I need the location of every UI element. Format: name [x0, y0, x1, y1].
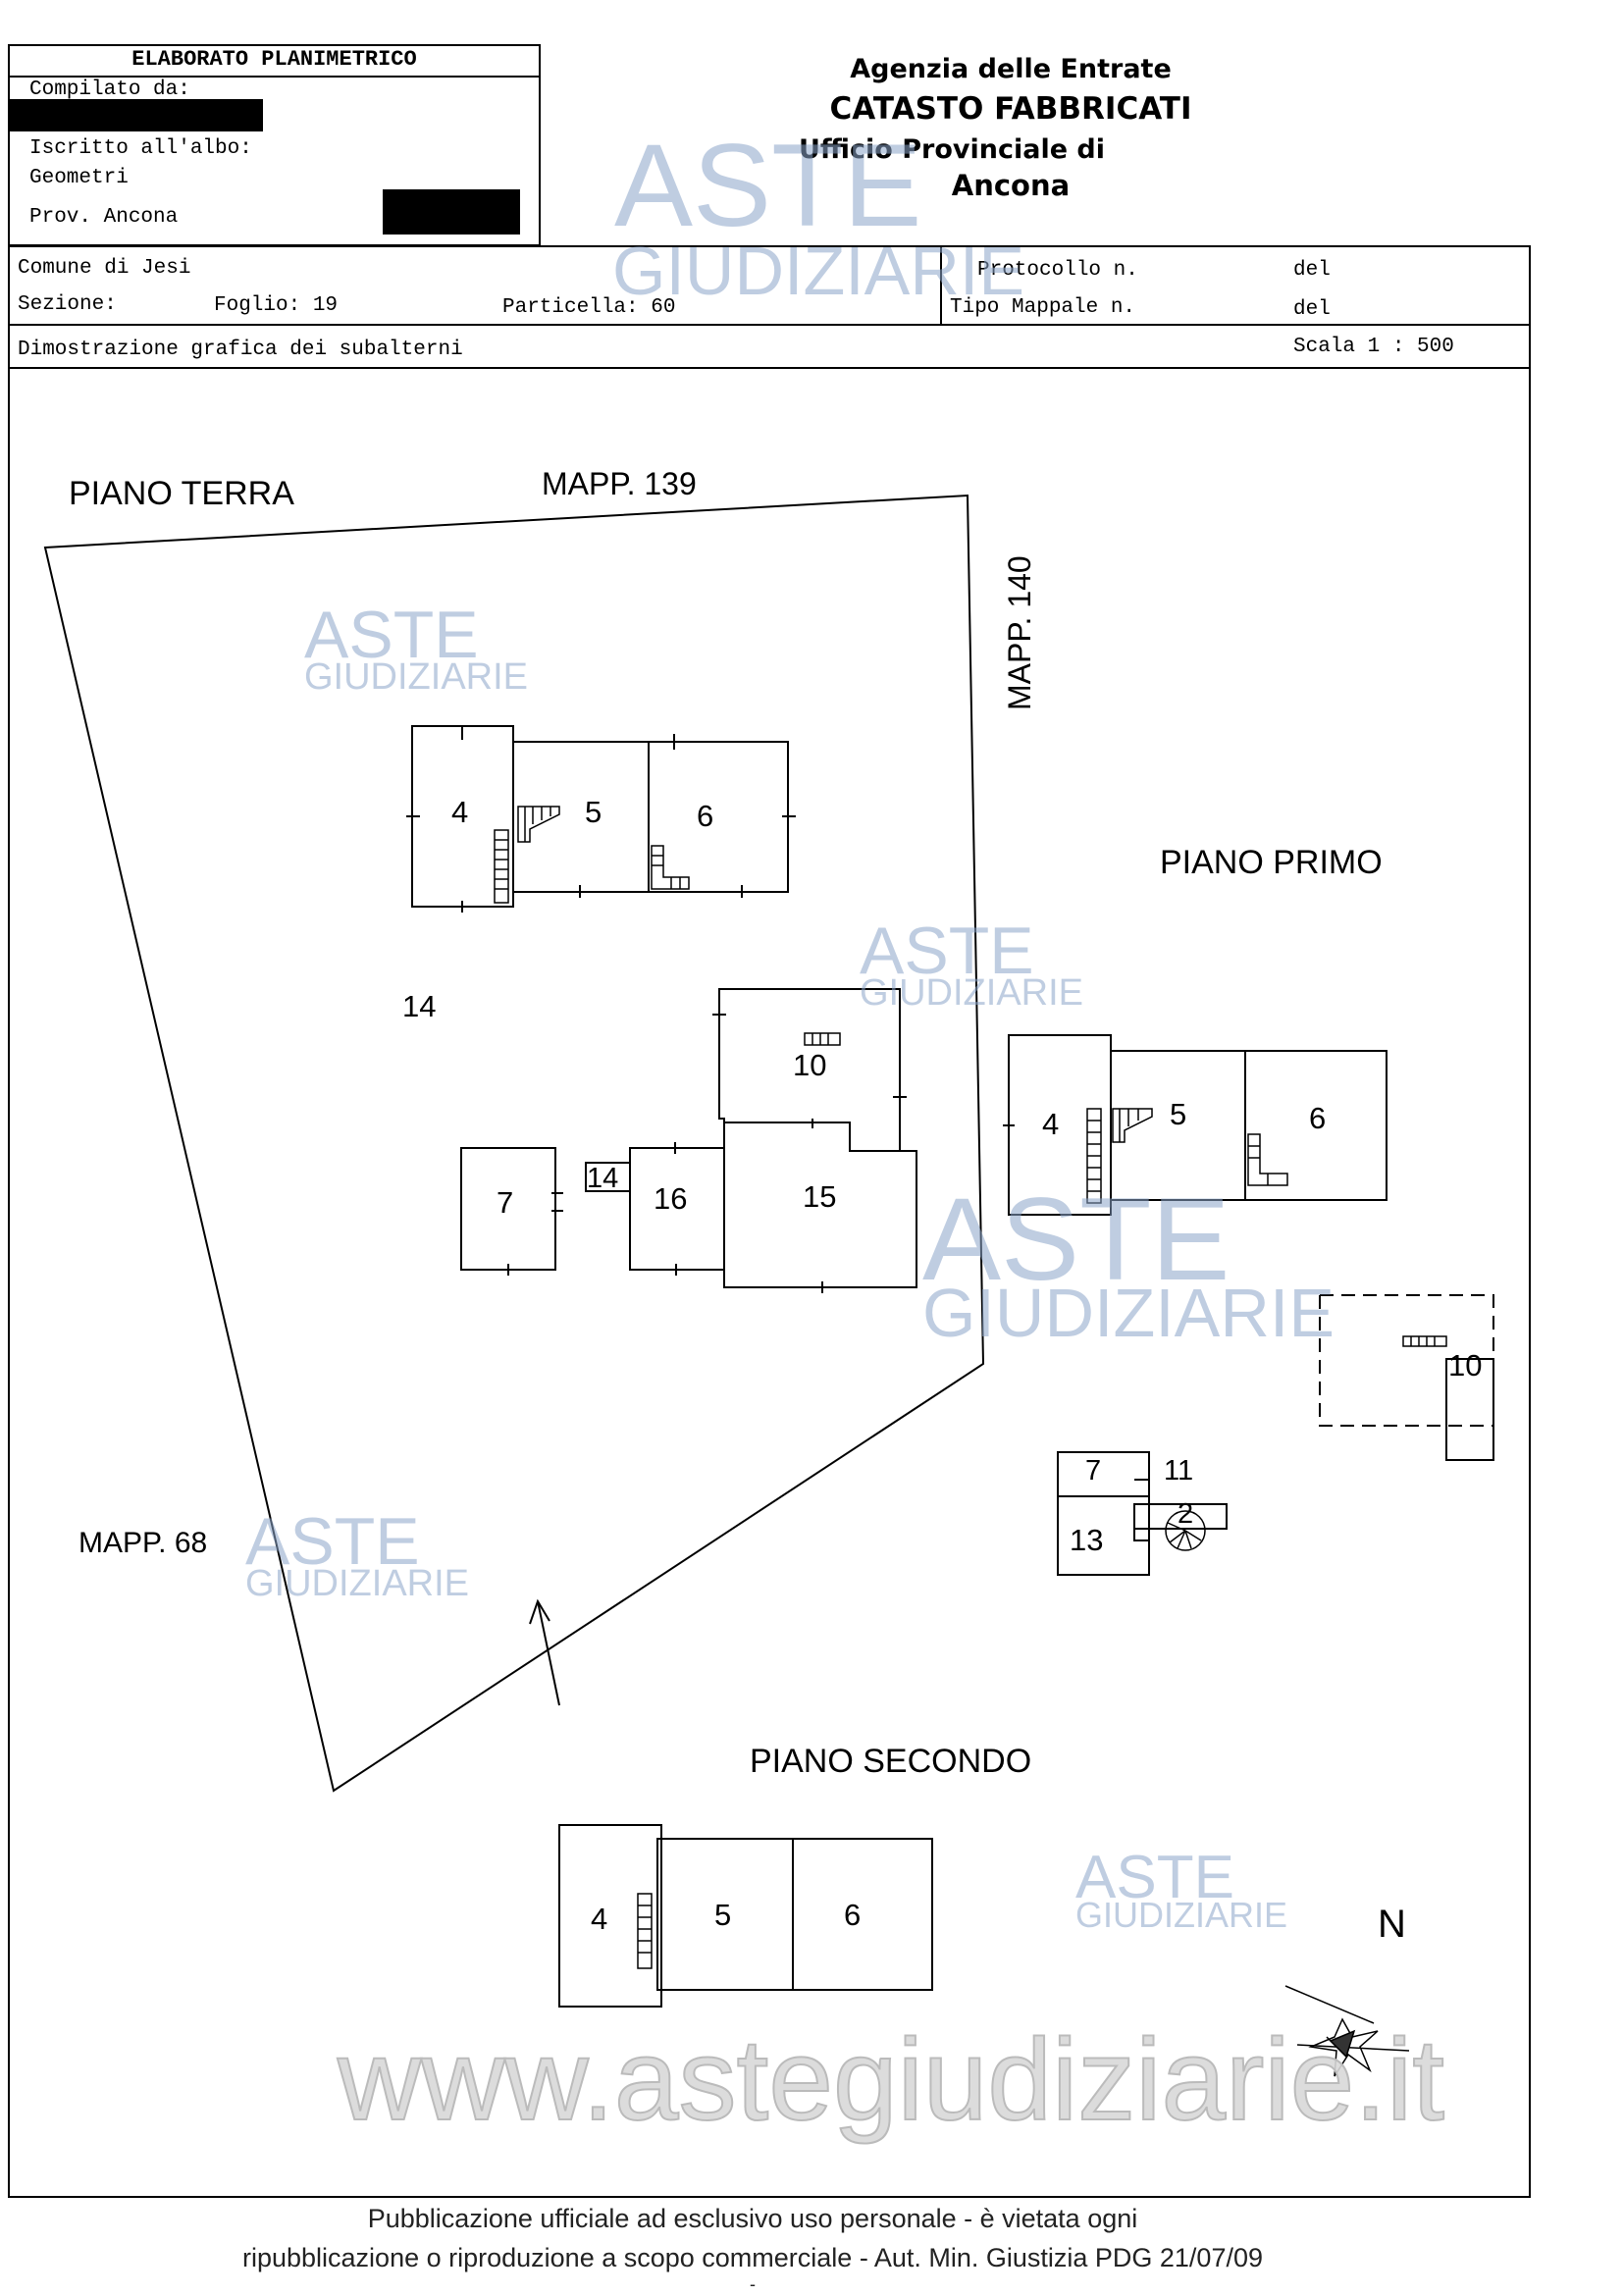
watermark-brand-top: ASTE: [860, 913, 1034, 988]
mapp-68-label: MAPP. 68: [79, 1527, 207, 1559]
prov-label: Prov. Ancona: [29, 206, 179, 229]
primo-unit-11: 11: [1164, 1455, 1193, 1487]
footer-line-2: ripubblicazione o riproduzione a scopo c…: [241, 2243, 1263, 2272]
piano-primo-label: PIANO PRIMO: [1160, 844, 1383, 881]
watermarks: ASTE GIUDIZIARIE ASTE GIUDIZIARIE ASTE G…: [245, 120, 1445, 2146]
watermark-brand-bottom: GIUDIZIARIE: [612, 233, 1024, 309]
footer-line-3: -: [750, 2274, 756, 2294]
secondo-unit-4: 4: [591, 1902, 607, 1936]
primo-unit-6-outline: [1244, 1050, 1387, 1201]
compass-rose: [1284, 1985, 1410, 2077]
compilato-label: Compilato da:: [29, 78, 190, 101]
primo-unit-5: 5: [1170, 1097, 1186, 1131]
primo-unit-7: 7: [1085, 1455, 1101, 1487]
terra-unit-15: 15: [803, 1179, 836, 1214]
terra-unit-14-small: 14: [587, 1163, 618, 1194]
watermark-brand-top: ASTE: [245, 1504, 420, 1579]
redacted-compiler-name: [8, 99, 263, 131]
terra-unit-4: 4: [451, 795, 468, 829]
protocollo-field: Protocollo n.: [977, 259, 1138, 282]
ufficio-city: Ancona: [951, 169, 1071, 202]
terra-unit-14: 14: [402, 989, 436, 1023]
watermark-brand-bottom: GIUDIZIARIE: [860, 972, 1083, 1014]
secondo-unit-5: 5: [714, 1898, 731, 1932]
entrance-arrow-head: [529, 1598, 550, 1625]
terra-unit-7: 7: [497, 1185, 513, 1220]
title-divider: [8, 76, 541, 78]
primo-unit-13: 13: [1070, 1523, 1103, 1557]
terra-unit-14-small-outline: [585, 1162, 631, 1192]
watermark-brand-bottom: GIUDIZIARIE: [245, 1563, 469, 1604]
foglio-field: Foglio: 19: [214, 294, 339, 317]
terra-unit-5: 5: [585, 795, 602, 829]
piano-terra-label: PIANO TERRA: [69, 475, 294, 512]
description-divider: [8, 367, 1531, 369]
drawing-frame: [8, 324, 1531, 2198]
secondo-unit-6-outline: [792, 1838, 933, 1991]
catasto-title: CATASTO FABBRICATI: [829, 91, 1192, 127]
tipo-mappale-del: del: [1293, 298, 1331, 321]
agency-name: Agenzia delle Entrate: [850, 54, 1172, 84]
info-divider-vertical: [940, 245, 942, 326]
scale-field: Scala 1 : 500: [1293, 336, 1454, 358]
primo-unit-10-tower: [1445, 1358, 1494, 1461]
primo-unit-13-outline: [1057, 1495, 1150, 1576]
lot-boundary: [43, 494, 985, 1793]
piano-secondo-label: PIANO SECONDO: [750, 1743, 1031, 1780]
terra-unit-10: 10: [793, 1048, 826, 1082]
terra-unit-16: 16: [654, 1181, 687, 1216]
mapp-139-label: MAPP. 139: [542, 466, 697, 501]
primo-unit-11-passage: [1134, 1479, 1150, 1496]
comune-field: Comune di Jesi: [18, 257, 191, 280]
secondo-unit-6: 6: [844, 1898, 861, 1932]
primo-unit-4: 4: [1042, 1107, 1059, 1141]
terra-unit-6: 6: [697, 799, 713, 833]
mapp-140-label: MAPP. 140: [1002, 555, 1037, 710]
watermark-brand-top: ASTE: [1075, 1844, 1234, 1911]
watermark-brand-bottom: GIUDIZIARIE: [922, 1275, 1335, 1351]
tipo-mappale-field: Tipo Mappale n.: [950, 296, 1136, 319]
protocollo-del: del: [1293, 259, 1331, 282]
ufficio-label: Ufficio Provinciale di: [798, 134, 1105, 165]
watermark-brand-top: ASTE: [304, 598, 479, 672]
primo-unit-2: 2: [1178, 1498, 1193, 1530]
watermark-brand-top: ASTE: [922, 1174, 1230, 1305]
entrance-arrow-shaft: [537, 1600, 560, 1706]
primo-unit-7-outline: [1057, 1451, 1150, 1497]
terra-unit-15-outline: [723, 1122, 917, 1288]
description-field: Dimostrazione grafica dei subalterni: [18, 339, 463, 361]
footer-line-1: Pubblicazione ufficiale ad esclusivo uso…: [367, 2204, 1138, 2233]
watermark-site: www.astegiudiziarie.it: [337, 2015, 1444, 2145]
primo-unit-10-base: [1319, 1295, 1493, 1427]
watermark-brand-bottom: GIUDIZIARIE: [304, 656, 528, 698]
watermark-brand-top: ASTE: [614, 120, 921, 251]
primo-unit-6: 6: [1309, 1101, 1326, 1135]
redacted-registration-number: [383, 189, 520, 235]
secondo-unit-4-outline: [558, 1824, 662, 2008]
particella-field: Particella: 60: [502, 296, 676, 319]
sezione-field: Sezione:: [18, 293, 117, 316]
iscritto-label: Iscritto all'albo:: [29, 137, 252, 160]
document-title: ELABORATO PLANIMETRICO: [131, 47, 417, 72]
terra-unit-6-outline: [648, 741, 789, 893]
north-label: N: [1378, 1903, 1406, 1946]
watermark-brand-bottom: GIUDIZIARIE: [1075, 1895, 1287, 1935]
primo-unit-10: 10: [1448, 1348, 1482, 1383]
albo-value: Geometri: [29, 167, 129, 189]
primo-unit-2-outline: [1133, 1529, 1149, 1541]
